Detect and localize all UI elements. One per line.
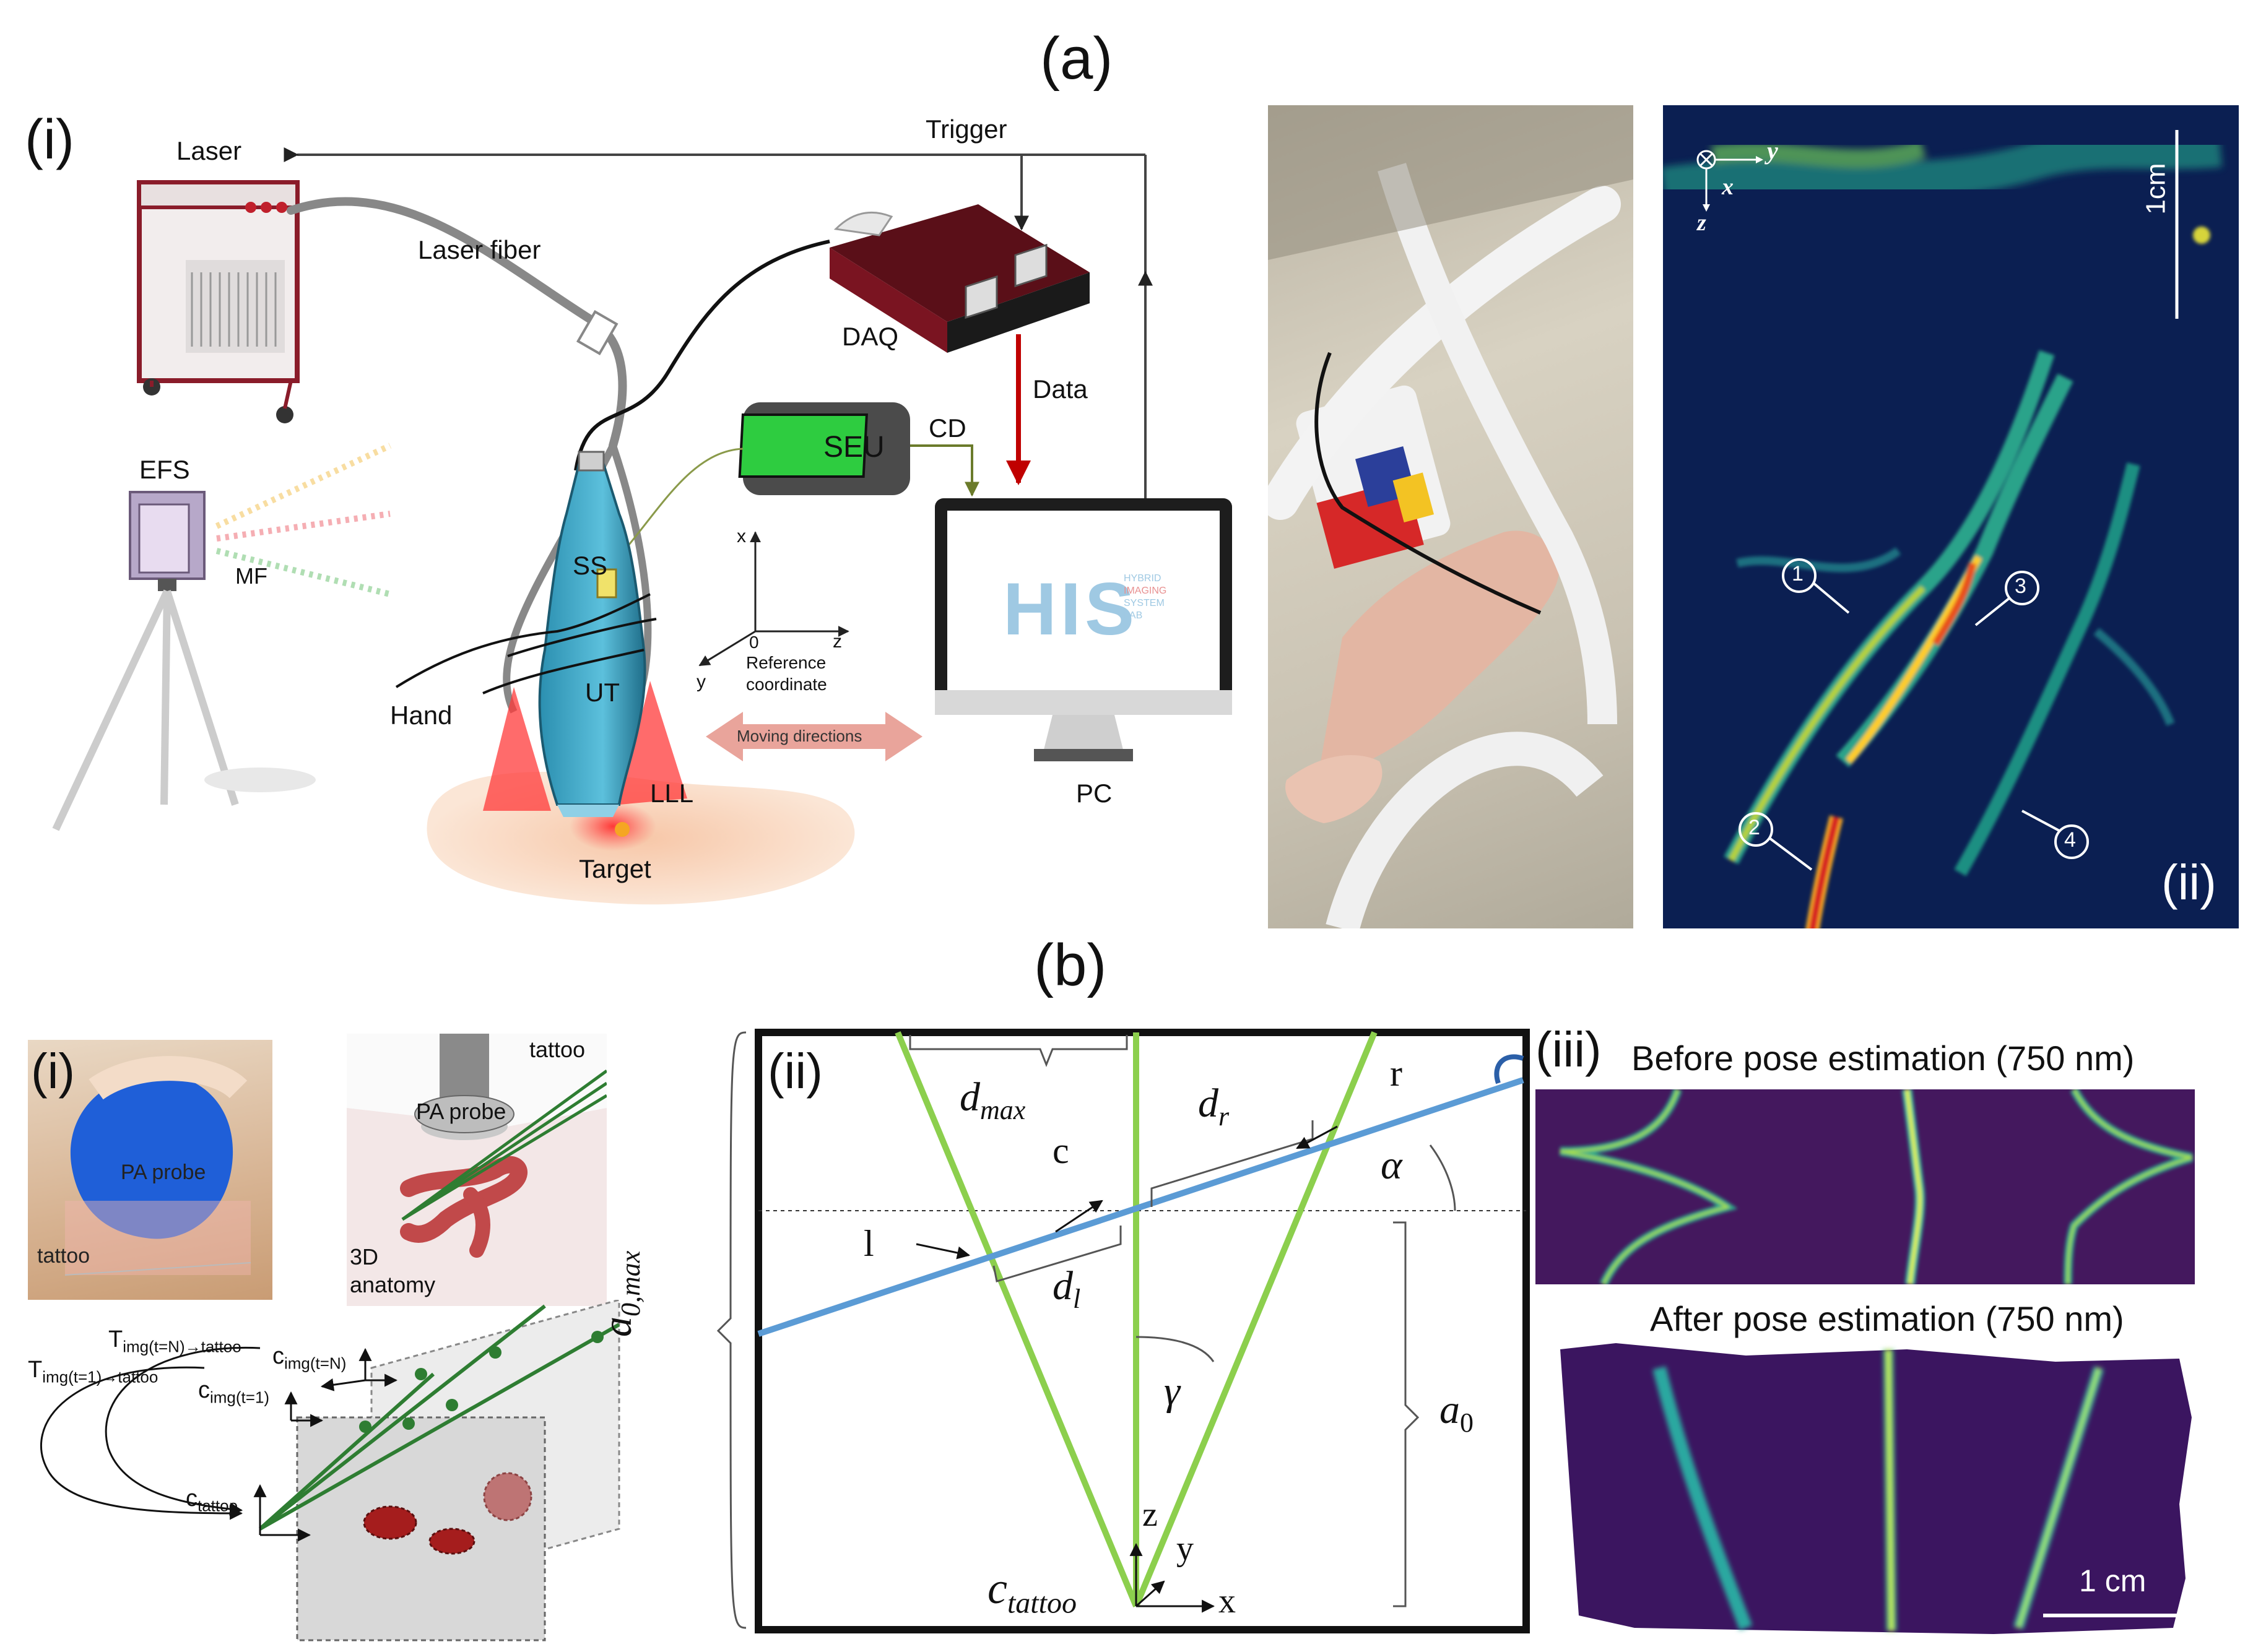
- photo-pa-probe-label: PA probe: [121, 1161, 206, 1184]
- c-1-label: cimg(t=1): [198, 1377, 270, 1407]
- panel-b-label: (b): [1034, 932, 1107, 998]
- before-title: Before pose estimation (750 nm): [1631, 1039, 2135, 1078]
- transform-diagram: [40, 1300, 620, 1641]
- l-label: l: [864, 1223, 874, 1264]
- render-3d-label: 3D: [350, 1244, 379, 1269]
- panel-a-ii-label: (ii): [2161, 855, 2216, 910]
- pa-marker-1: 1: [1792, 562, 1804, 586]
- d-max-label: dmax: [960, 1075, 1026, 1126]
- render-tattoo-label: tattoo: [529, 1037, 586, 1062]
- ref-axis-y: y: [697, 672, 706, 692]
- laser-unit: [137, 180, 300, 423]
- pose-geometry: [716, 1029, 1530, 1633]
- pa-image: 1cm y x z 1 2 3 4 (ii): [1663, 105, 2239, 928]
- system-schematic: [52, 147, 1232, 905]
- ref-axis-origin: 0: [749, 633, 759, 652]
- his-logo: HIS: [1003, 568, 1139, 651]
- t-1-label: Timg(t=1)→tattoo: [28, 1357, 158, 1386]
- lll-label: LLL: [650, 779, 694, 808]
- panel-a-i-label: (i): [25, 109, 74, 171]
- daq-device: [830, 204, 1090, 353]
- ultrasound-probe: [538, 451, 646, 817]
- probe-photo: PA probe tattoo (i): [28, 1040, 272, 1300]
- data-label: Data: [1033, 374, 1088, 404]
- panel-a-label: (a): [1040, 25, 1113, 92]
- before-image: [1535, 1089, 2195, 1284]
- panel-b-ii-label: (ii): [768, 1044, 823, 1099]
- efs-camera: [52, 491, 316, 831]
- hand-label: Hand: [390, 701, 453, 730]
- d-l-label: dl: [1053, 1263, 1081, 1315]
- target-label: Target: [579, 854, 651, 883]
- ut-label: UT: [585, 678, 620, 707]
- ref-axis-x: x: [737, 526, 746, 547]
- photo-tattoo-label: tattoo: [37, 1244, 90, 1268]
- after-title: After pose estimation (750 nm): [1650, 1299, 2124, 1338]
- pa-axis-x: x: [1722, 174, 1734, 200]
- pa-marker-2: 2: [1748, 816, 1760, 839]
- ss-label: SS: [573, 551, 608, 580]
- mf-label: MF: [235, 563, 267, 589]
- c-label: c: [1053, 1130, 1069, 1171]
- gamma-label: γ: [1164, 1369, 1181, 1414]
- cd-label: CD: [929, 413, 966, 443]
- arm-photo: [1268, 105, 1633, 928]
- ref-coord-line2: coordinate: [746, 675, 827, 694]
- moving-direction-label: Moving directions: [737, 727, 862, 745]
- after-scale-label: 1 cm: [2079, 1563, 2147, 1598]
- geom-z-label: z: [1142, 1495, 1158, 1534]
- pc-label: PC: [1076, 779, 1113, 808]
- ctattoo-label: ctattoo: [988, 1563, 1077, 1620]
- moving-direction-arrow: [706, 712, 922, 761]
- panel-b-i-label: (i): [31, 1044, 76, 1099]
- a0-label: a0: [1439, 1387, 1474, 1438]
- ref-coord-line1: Reference: [746, 653, 827, 672]
- render-pa-probe-label: PA probe: [416, 1099, 506, 1124]
- c-n-label: cimg(t=N): [272, 1343, 347, 1373]
- trigger-label: Trigger: [926, 115, 1007, 144]
- d-r-label: dr: [1198, 1081, 1230, 1132]
- panel-b-iii-label: (iii): [1535, 1022, 1602, 1077]
- reference-coordinate: [698, 531, 849, 667]
- anatomy-render: [347, 1034, 607, 1306]
- a0max-label: a0,max: [595, 1250, 646, 1337]
- pa-axis-z: z: [1697, 210, 1706, 236]
- his-logo-subtext: HYBRID IMAGING SYSTEM LAB: [1124, 573, 1167, 621]
- after-image: 1 cm: [1560, 1343, 2207, 1637]
- pa-scale-label: 1cm: [2140, 163, 2171, 215]
- render-anatomy-label: anatomy: [350, 1272, 436, 1297]
- c-tattoo-label: ctattoo: [186, 1486, 238, 1515]
- laser-label: Laser: [176, 136, 242, 165]
- seu-device: [738, 402, 910, 495]
- pa-marker-3: 3: [2015, 574, 2026, 598]
- r-label: r: [1390, 1053, 1402, 1094]
- alpha-label: α: [1381, 1143, 1402, 1188]
- t-n-label: Timg(t=N)→tattoo: [108, 1326, 241, 1356]
- seu-label: SEU: [823, 431, 885, 464]
- efs-label: EFS: [139, 455, 190, 484]
- mf-fan: [215, 443, 392, 597]
- pa-marker-4: 4: [2064, 828, 2076, 852]
- daq-label: DAQ: [842, 322, 899, 351]
- laser-fiber-label: Laser fiber: [418, 235, 541, 264]
- geom-x-label: x: [1218, 1582, 1236, 1620]
- geom-y-label: y: [1176, 1529, 1194, 1568]
- ref-axis-z: z: [833, 631, 842, 652]
- pa-axis-y: y: [1767, 137, 1778, 165]
- pc-monitor: [935, 498, 1232, 761]
